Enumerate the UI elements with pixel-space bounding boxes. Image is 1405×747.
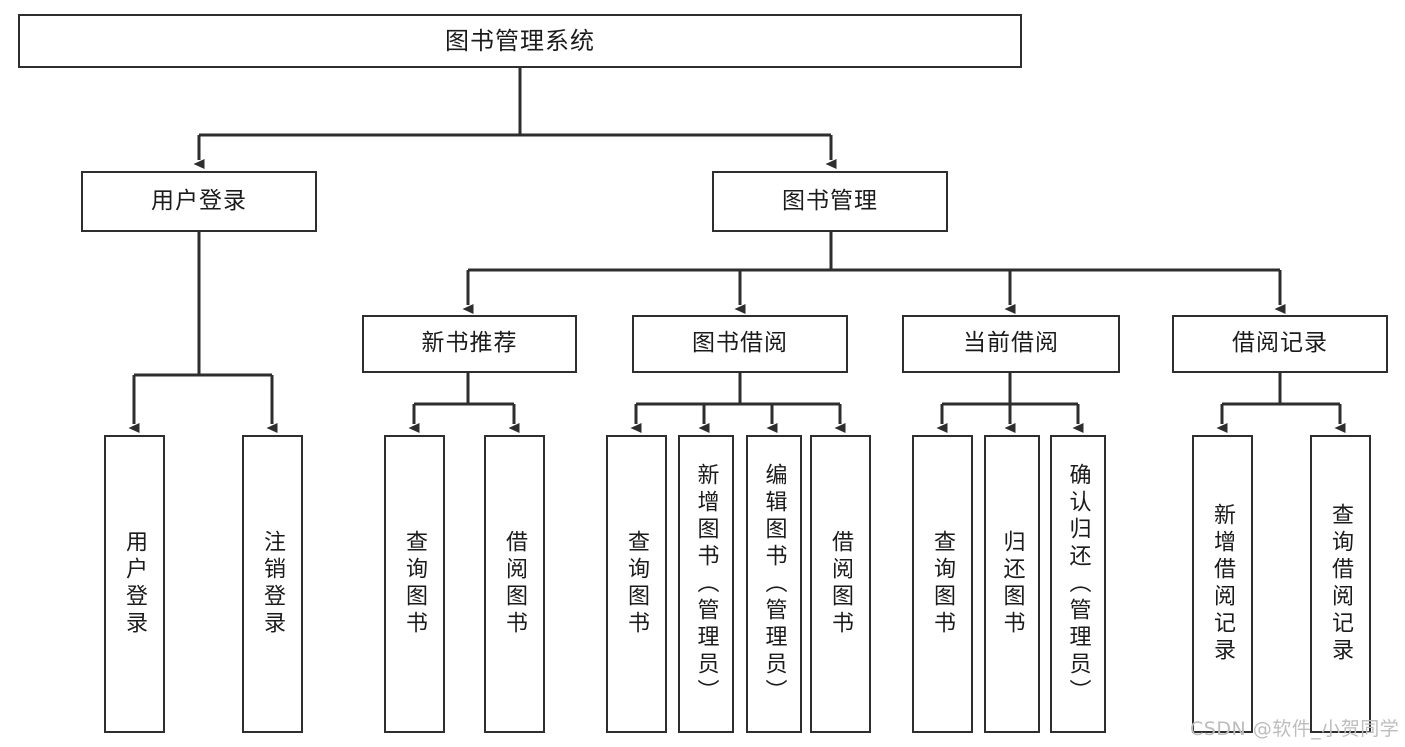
node-new-book-recommend[interactable]: 新书推荐 bbox=[362, 315, 577, 373]
node-label: 确认归还（管理员） bbox=[1065, 462, 1091, 706]
leaf-borrow-add-book-admin[interactable]: 新增图书（管理员） bbox=[678, 435, 734, 733]
node-label: 查询图书 bbox=[624, 530, 650, 638]
node-label: 注销登录 bbox=[260, 530, 286, 638]
leaf-current-return-book[interactable]: 归还图书 bbox=[984, 435, 1040, 733]
node-label: 图书借阅 bbox=[692, 330, 788, 357]
node-label: 用户登录 bbox=[151, 187, 247, 214]
node-label: 新增图书（管理员） bbox=[693, 462, 719, 706]
node-label: 图书管理 bbox=[782, 187, 878, 214]
node-root-system[interactable]: 图书管理系统 bbox=[18, 14, 1022, 68]
node-label: 借阅图书 bbox=[828, 530, 854, 638]
leaf-record-query-record[interactable]: 查询借阅记录 bbox=[1310, 435, 1371, 733]
node-borrow-record[interactable]: 借阅记录 bbox=[1172, 315, 1388, 373]
node-label: 用户登录 bbox=[122, 530, 148, 638]
leaf-record-add-record[interactable]: 新增借阅记录 bbox=[1192, 435, 1253, 733]
leaf-borrow-query-book[interactable]: 查询图书 bbox=[606, 435, 667, 733]
leaf-recommend-borrow-book[interactable]: 借阅图书 bbox=[484, 435, 545, 733]
csdn-watermark: CSDN @软件_小贺同学 bbox=[1190, 718, 1400, 740]
node-label: 新增借阅记录 bbox=[1210, 503, 1236, 665]
node-label: 归还图书 bbox=[999, 530, 1025, 638]
node-user-login[interactable]: 用户登录 bbox=[81, 171, 317, 232]
node-label: 查询图书 bbox=[930, 530, 956, 638]
node-label: 借阅图书 bbox=[502, 530, 528, 638]
leaf-user-login[interactable]: 用户登录 bbox=[104, 435, 165, 733]
node-current-borrow[interactable]: 当前借阅 bbox=[902, 315, 1120, 373]
leaf-current-confirm-return-admin[interactable]: 确认归还（管理员） bbox=[1050, 435, 1106, 733]
node-label: 查询借阅记录 bbox=[1328, 503, 1354, 665]
node-label: 当前借阅 bbox=[963, 330, 1059, 357]
node-book-management[interactable]: 图书管理 bbox=[712, 171, 948, 232]
leaf-borrow-borrow-book[interactable]: 借阅图书 bbox=[810, 435, 871, 733]
leaf-user-logout[interactable]: 注销登录 bbox=[242, 435, 303, 733]
node-label: 借阅记录 bbox=[1232, 330, 1328, 357]
leaf-borrow-edit-book-admin[interactable]: 编辑图书（管理员） bbox=[746, 435, 802, 733]
node-label: 图书管理系统 bbox=[445, 26, 595, 55]
node-book-borrow[interactable]: 图书借阅 bbox=[632, 315, 848, 373]
node-label: 新书推荐 bbox=[421, 330, 518, 357]
node-label: 编辑图书（管理员） bbox=[761, 462, 787, 706]
node-label: 查询图书 bbox=[402, 530, 428, 638]
leaf-current-query-book[interactable]: 查询图书 bbox=[912, 435, 973, 733]
leaf-recommend-query-book[interactable]: 查询图书 bbox=[384, 435, 445, 733]
